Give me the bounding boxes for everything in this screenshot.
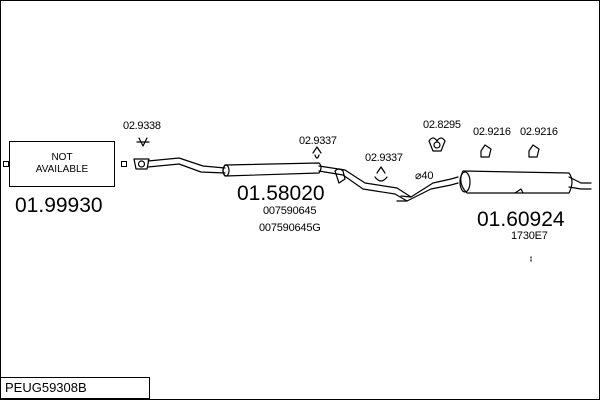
part-number-front-pipe: 01.99930 (15, 194, 103, 217)
not-available-line1: NOT (51, 152, 73, 163)
rear-silencer (459, 170, 573, 194)
oem-number-middle-2: 007590645G (259, 222, 321, 234)
left-connector-marker (3, 161, 9, 167)
not-available-box: NOT AVAILABLE (9, 141, 115, 187)
kit-code-label: PEUG59308B (1, 377, 150, 399)
gasket-ref: 02.9338 (123, 120, 161, 132)
part-number-middle-silencer: 01.58020 (237, 182, 325, 205)
clamp-ref: 02.8295 (423, 119, 461, 131)
hanger-ref-b: 02.9337 (365, 152, 403, 164)
oem-number-rear: 1730E7 (511, 230, 548, 242)
middle-pipe (318, 165, 412, 198)
pipe-diameter-label: ⌀40 (415, 170, 434, 182)
mount-ref-a: 02.9216 (473, 126, 511, 138)
part-number-rear-silencer: 01.60924 (477, 208, 565, 231)
na-connector-marker (121, 161, 127, 167)
oem-number-middle-1: 007590645 (263, 205, 317, 217)
hanger-ref-a: 02.9337 (299, 135, 337, 147)
front-flange (133, 158, 150, 170)
mount-ref-b: 02.9216 (520, 126, 558, 138)
not-available-line2: AVAILABLE (35, 164, 89, 175)
front-pipe (147, 157, 226, 169)
tailpipe (568, 176, 592, 184)
middle-silencer (222, 162, 322, 177)
